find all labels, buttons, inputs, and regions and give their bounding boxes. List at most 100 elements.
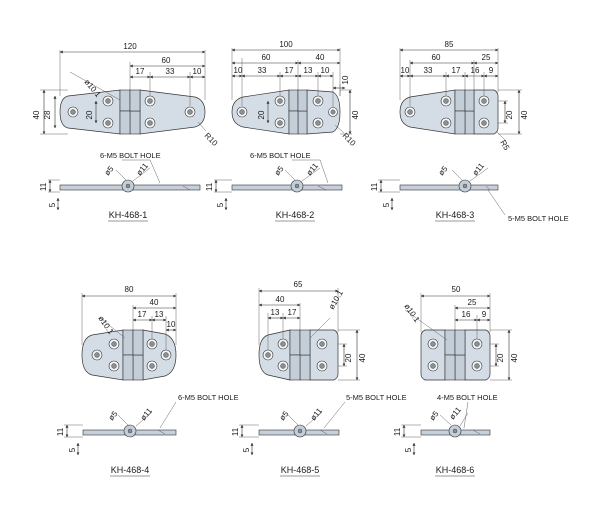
dim-radius: R10 bbox=[341, 131, 358, 148]
figure-kh-468-5: 65 40 13 17 ø10.1 20 40 5-M5 BOLT HOLE ø… bbox=[231, 280, 407, 477]
dim-radius: R10 bbox=[203, 131, 220, 148]
dim-text: 13 bbox=[271, 308, 280, 317]
dim-overall-length: 100 bbox=[279, 40, 293, 49]
dim-overall-length: 120 bbox=[123, 42, 137, 51]
dim-hole-diameter: ø5 bbox=[428, 409, 441, 422]
dim-text: 33 bbox=[424, 66, 433, 75]
labels: 100 60 40 10 33 17 13 10 10 40 20 R10 6-… bbox=[205, 40, 360, 222]
dim-knuckle-outer: ø11 bbox=[139, 406, 155, 422]
top-view bbox=[399, 89, 499, 135]
dim-text: 60 bbox=[162, 56, 171, 65]
dim-knuckle-diameter: ø10.1 bbox=[402, 302, 421, 324]
side-view bbox=[239, 401, 346, 456]
knuckle-upper-b bbox=[129, 89, 141, 112]
dim-text: 60 bbox=[262, 53, 271, 62]
knuckle-lower-a bbox=[129, 110, 141, 135]
dim-pitch: 20 bbox=[85, 110, 94, 119]
dim-side-height: 11 bbox=[39, 182, 48, 191]
dim-side-height: 11 bbox=[393, 427, 402, 436]
dim-text: 25 bbox=[468, 298, 477, 307]
knuckle-upper-a bbox=[119, 89, 131, 112]
top-view bbox=[59, 89, 206, 135]
dim-hole-diameter: ø5 bbox=[273, 164, 286, 177]
bolt-hole-core bbox=[105, 120, 111, 126]
dim-overall-length: 65 bbox=[294, 280, 303, 289]
dim-text: 10 bbox=[401, 66, 410, 75]
dim-pitch: 20 bbox=[496, 353, 505, 362]
dim-text: 10 bbox=[341, 75, 350, 84]
bolt-note: 6-M5 BOLT HOLE bbox=[100, 151, 161, 160]
leaf-right bbox=[309, 329, 339, 381]
dim-side-thickness: 5 bbox=[48, 202, 57, 207]
knuckle-lower-b bbox=[119, 110, 131, 135]
dim-text: 17 bbox=[452, 66, 461, 75]
labels: 80 40 17 13 10 ø10.1 6-M5 BOLT HOLE ø5 ø… bbox=[56, 285, 239, 477]
dim-text: 17 bbox=[136, 67, 145, 76]
dim-radius: R5 bbox=[498, 139, 511, 153]
dim-hole-diameter: ø5 bbox=[278, 409, 291, 422]
figure-kh-468-1: 120 60 17 33 10 40 28 20 ø10.1 R10 6-M5 … bbox=[32, 42, 220, 222]
side-view bbox=[64, 401, 177, 456]
dim-pitch: 20 bbox=[344, 353, 353, 362]
dim-text: 40 bbox=[276, 295, 285, 304]
dim-text: 9 bbox=[489, 66, 494, 75]
dim-height: 40 bbox=[32, 110, 41, 119]
dim-side-thickness: 5 bbox=[404, 447, 413, 452]
dim-pitch: 20 bbox=[505, 110, 514, 119]
figure-kh-468-3: 85 60 25 10 33 17 16 9 20 40 R5 ø5 ø11 1… bbox=[370, 40, 569, 223]
labels: 85 60 25 10 33 17 16 9 20 40 R5 ø5 ø11 1… bbox=[370, 40, 569, 223]
dim-text: 16 bbox=[462, 310, 471, 319]
dimension-lines bbox=[40, 50, 207, 135]
dim-text: 13 bbox=[155, 310, 164, 319]
dim-side-thickness: 5 bbox=[68, 447, 77, 452]
dim-text: 13 bbox=[304, 66, 313, 75]
dim-text: 16 bbox=[471, 66, 480, 75]
dim-side-height: 11 bbox=[205, 182, 214, 191]
dim-text: 33 bbox=[258, 66, 267, 75]
leaf-right bbox=[139, 89, 206, 135]
dim-height: 40 bbox=[351, 110, 360, 119]
dim-height: 40 bbox=[510, 353, 519, 362]
dim-side-height: 11 bbox=[370, 182, 379, 191]
dim-hole-diameter: ø5 bbox=[437, 164, 450, 177]
dim-text: 25 bbox=[482, 53, 491, 62]
bolt-hole-core bbox=[147, 98, 153, 104]
side-view bbox=[401, 401, 491, 456]
dimension-lines bbox=[399, 48, 522, 142]
leaf-left bbox=[420, 329, 446, 381]
dim-knuckle-outer: ø11 bbox=[135, 161, 151, 177]
dim-text: 40 bbox=[316, 53, 325, 62]
dim-text: 10 bbox=[193, 67, 202, 76]
bolt-hole-core bbox=[70, 109, 76, 115]
dim-side-thickness: 5 bbox=[382, 202, 391, 207]
leaf-right bbox=[464, 329, 491, 381]
figure-kh-468-6: 50 25 16 9 ø10.1 20 40 4-M5 BOLT HOLE ø5… bbox=[393, 285, 519, 477]
dim-text: 10 bbox=[321, 66, 330, 75]
dim-knuckle-outer: ø11 bbox=[448, 405, 464, 421]
dim-side-height: 11 bbox=[56, 427, 65, 436]
bolt-hole-core bbox=[147, 120, 153, 126]
dim-width: 28 bbox=[43, 110, 52, 119]
dim-knuckle-outer: ø11 bbox=[471, 161, 487, 177]
side-view bbox=[214, 159, 343, 211]
dim-text: 10 bbox=[234, 66, 243, 75]
dim-knuckle-outer: ø11 bbox=[305, 161, 321, 177]
figure-kh-468-4: 80 40 17 13 10 ø10.1 6-M5 BOLT HOLE ø5 ø… bbox=[56, 285, 239, 477]
dim-side-height: 11 bbox=[231, 427, 240, 436]
dim-text: 17 bbox=[288, 308, 297, 317]
side-view bbox=[378, 167, 506, 216]
dimension-lines bbox=[81, 293, 177, 350]
model-label: KH-468-4 bbox=[111, 465, 150, 475]
model-label: KH-468-1 bbox=[109, 210, 148, 220]
top-view bbox=[420, 329, 491, 381]
bolt-note: 4-M5 BOLT HOLE bbox=[437, 393, 498, 402]
dim-height: 40 bbox=[358, 353, 367, 362]
dim-overall-length: 85 bbox=[445, 40, 454, 49]
bolt-note: 5-M5 BOLT HOLE bbox=[508, 214, 569, 223]
dim-pitch: 20 bbox=[257, 110, 266, 119]
dim-overall-length: 80 bbox=[125, 285, 134, 294]
model-label: KH-468-6 bbox=[436, 465, 475, 475]
bolt-note: 6-M5 BOLT HOLE bbox=[250, 151, 311, 160]
dim-text: 9 bbox=[482, 310, 487, 319]
figure-kh-468-2: 100 60 40 10 33 17 13 10 10 40 20 R10 6-… bbox=[205, 40, 360, 222]
